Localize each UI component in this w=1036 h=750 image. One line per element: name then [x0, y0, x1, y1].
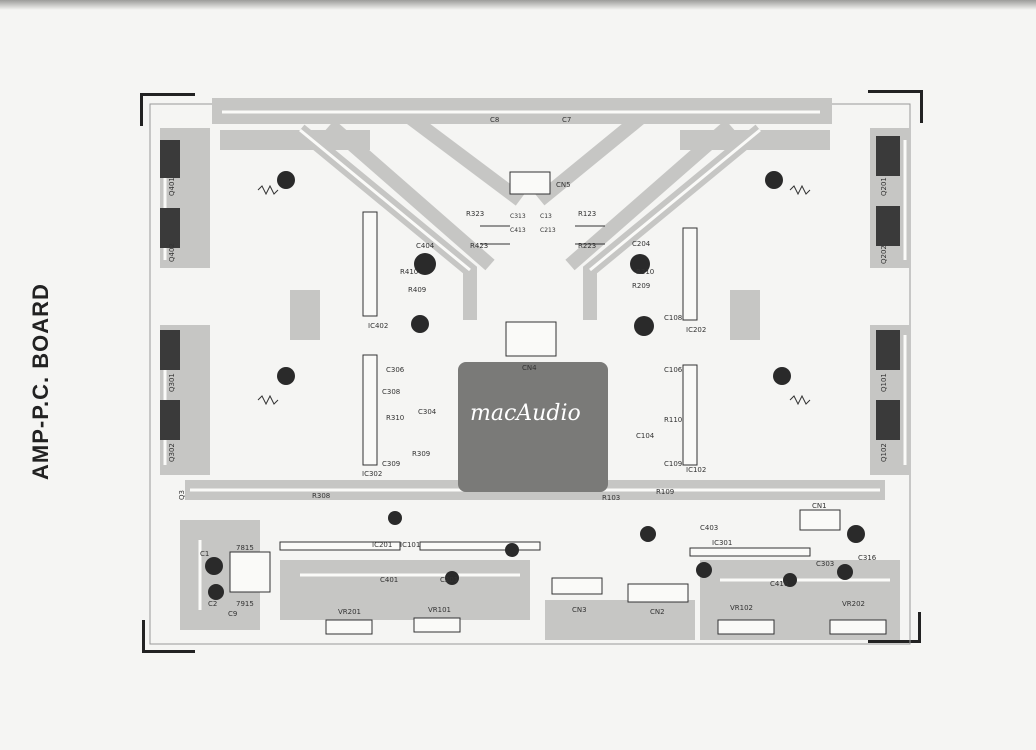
- cap-label-C8: C8: [490, 116, 499, 124]
- resistor-label-R423: R423: [470, 242, 488, 250]
- label-R209: R209: [632, 282, 650, 290]
- ic-label-IC402: IC402: [368, 322, 388, 330]
- crop-mark-top-left: [140, 93, 195, 126]
- component-labels: C8 C7 CN5 R323 R423 R123 R223 C313 C413 …: [168, 116, 888, 618]
- pot-label-VR201: VR201: [338, 608, 361, 616]
- ic-label-IC301: IC301: [712, 539, 732, 547]
- ic-label-IC201: IC201: [372, 541, 392, 549]
- cap-label-C313: C313: [510, 213, 526, 220]
- regulator-label-7915: 7915: [236, 600, 254, 608]
- transistor-label-Q102: Q102: [880, 443, 888, 462]
- connector-label-CN1: CN1: [812, 502, 827, 510]
- ic-label-IC302: IC302: [362, 470, 382, 478]
- transistor-label-Q101: Q101: [880, 373, 888, 392]
- resistor-label-R323: R323: [466, 210, 484, 218]
- label-R308: R308: [312, 492, 330, 500]
- transistor-label-Q201: Q201: [880, 177, 888, 196]
- connector-label-CN3: CN3: [572, 606, 587, 614]
- transistor-label-Q301: Q301: [168, 373, 176, 392]
- resistor-label-R123: R123: [578, 210, 596, 218]
- capacitors: [205, 171, 865, 600]
- label-R310: R310: [386, 414, 404, 422]
- connector-label-CN2: CN2: [650, 608, 665, 616]
- ic-label-IC202: IC202: [686, 326, 706, 334]
- resistors: [257, 184, 811, 406]
- label-R309: R309: [412, 450, 430, 458]
- transistor-label-Q202: Q202: [880, 245, 888, 264]
- label-C404: C404: [416, 242, 435, 250]
- label-C109: C109: [664, 460, 682, 468]
- connector-label-CN5: CN5: [556, 181, 571, 189]
- label-R109: R109: [656, 488, 674, 496]
- label-C2: C2: [208, 600, 217, 608]
- crop-mark-bottom-left: [142, 620, 195, 653]
- label-C106: C106: [664, 366, 683, 374]
- crop-mark-bottom-right: [868, 612, 921, 643]
- label-C306: C306: [386, 366, 405, 374]
- pot-label-VR101: VR101: [428, 606, 451, 614]
- label-C403: C403: [700, 524, 718, 532]
- label-C316: C316: [858, 554, 877, 562]
- label-C308: C308: [382, 388, 400, 396]
- label-C204: C204: [632, 240, 651, 248]
- crop-mark-top-right: [868, 90, 923, 123]
- label-C304: C304: [418, 408, 437, 416]
- label-R410: R410: [400, 268, 418, 276]
- transistor-label-Q402: Q402: [168, 243, 176, 262]
- cap-label-C413: C413: [510, 227, 526, 234]
- ic-label-IC102: IC102: [686, 466, 706, 474]
- transistor-label-Q302: Q302: [168, 443, 176, 462]
- label-C401: C401: [380, 576, 398, 584]
- cap-label-C7: C7: [562, 116, 571, 124]
- ic-label-IC101: IC101: [400, 541, 420, 549]
- cap-label-C213: C213: [540, 227, 556, 234]
- label-R210: R210: [636, 268, 654, 276]
- label-C303: C303: [816, 560, 834, 568]
- connector-shapes: [325, 171, 887, 635]
- transistor-label-Q3: Q3: [178, 490, 186, 500]
- page-top-shadow: [0, 0, 1036, 10]
- label-R103: R103: [602, 494, 620, 502]
- label-C309: C309: [382, 460, 400, 468]
- label-C104: C104: [636, 432, 655, 440]
- pot-label-VR102: VR102: [730, 604, 753, 612]
- ic-packages: [279, 211, 811, 557]
- left-output-transistors: [160, 140, 180, 440]
- transistor-label-Q401: Q401: [168, 177, 176, 196]
- label-C9: C9: [228, 610, 237, 618]
- label-R110: R110: [664, 416, 682, 424]
- connector-label-CN4: CN4: [522, 364, 537, 372]
- heatsink-pad: [458, 362, 608, 492]
- regulator-outline: [229, 551, 271, 593]
- pot-label-VR202: VR202: [842, 600, 865, 608]
- cap-label-C13: C13: [540, 213, 552, 220]
- regulator-label-7815: 7815: [236, 544, 254, 552]
- label-C1: C1: [200, 550, 209, 558]
- right-output-transistors: [876, 136, 900, 440]
- label-C416: C416: [770, 580, 789, 588]
- label-C201: C201: [440, 576, 458, 584]
- macaudio-logo: macAudio: [470, 401, 581, 426]
- resistor-label-R223: R223: [578, 242, 596, 250]
- label-C108: C108: [664, 314, 682, 322]
- label-R409: R409: [408, 286, 426, 294]
